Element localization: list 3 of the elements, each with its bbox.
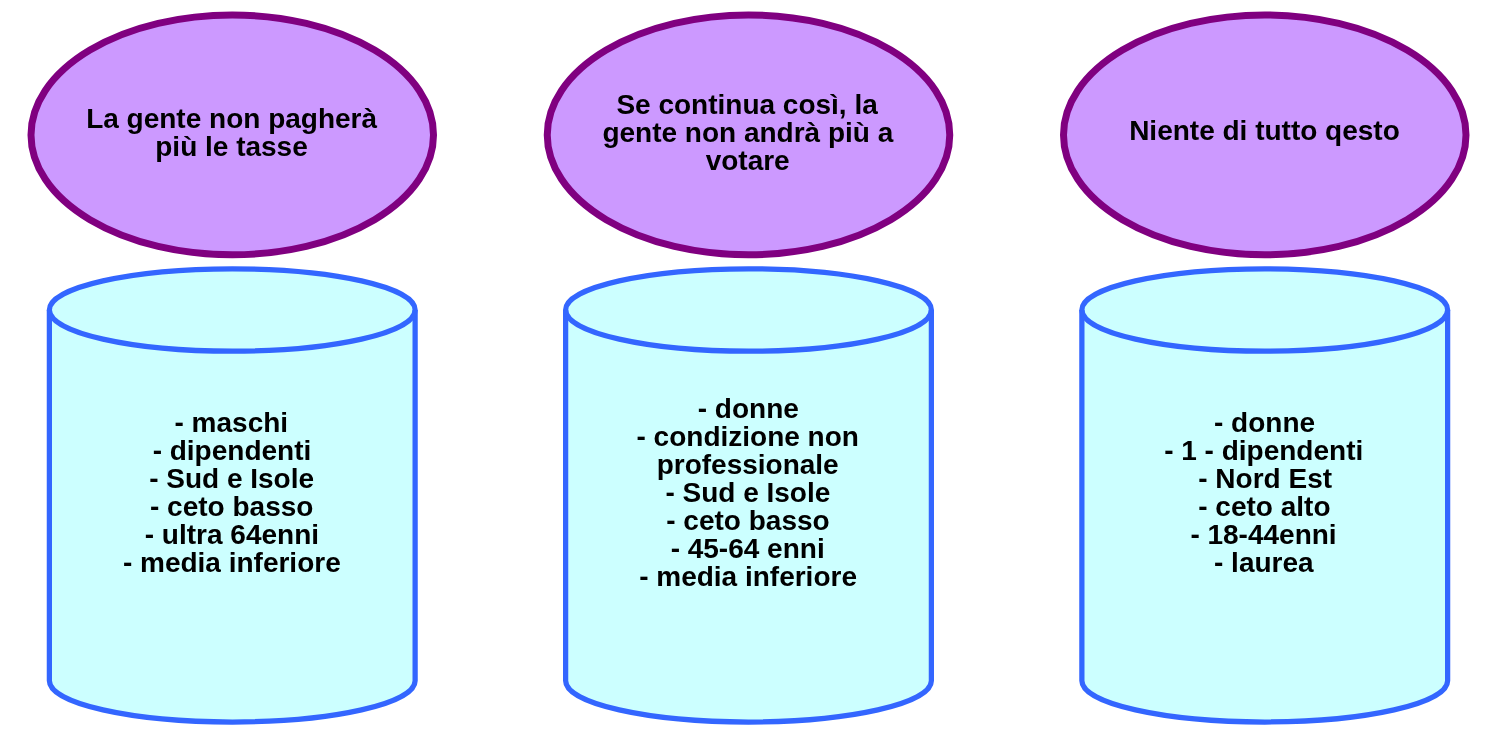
node-ellipse: Se continua così, la gente non andrà più a votare — [543, 11, 954, 259]
node-ellipse: Niente di tutto qesto — [1060, 11, 1470, 259]
node-ellipse: La gente non pagherà più le tasse — [27, 11, 437, 259]
